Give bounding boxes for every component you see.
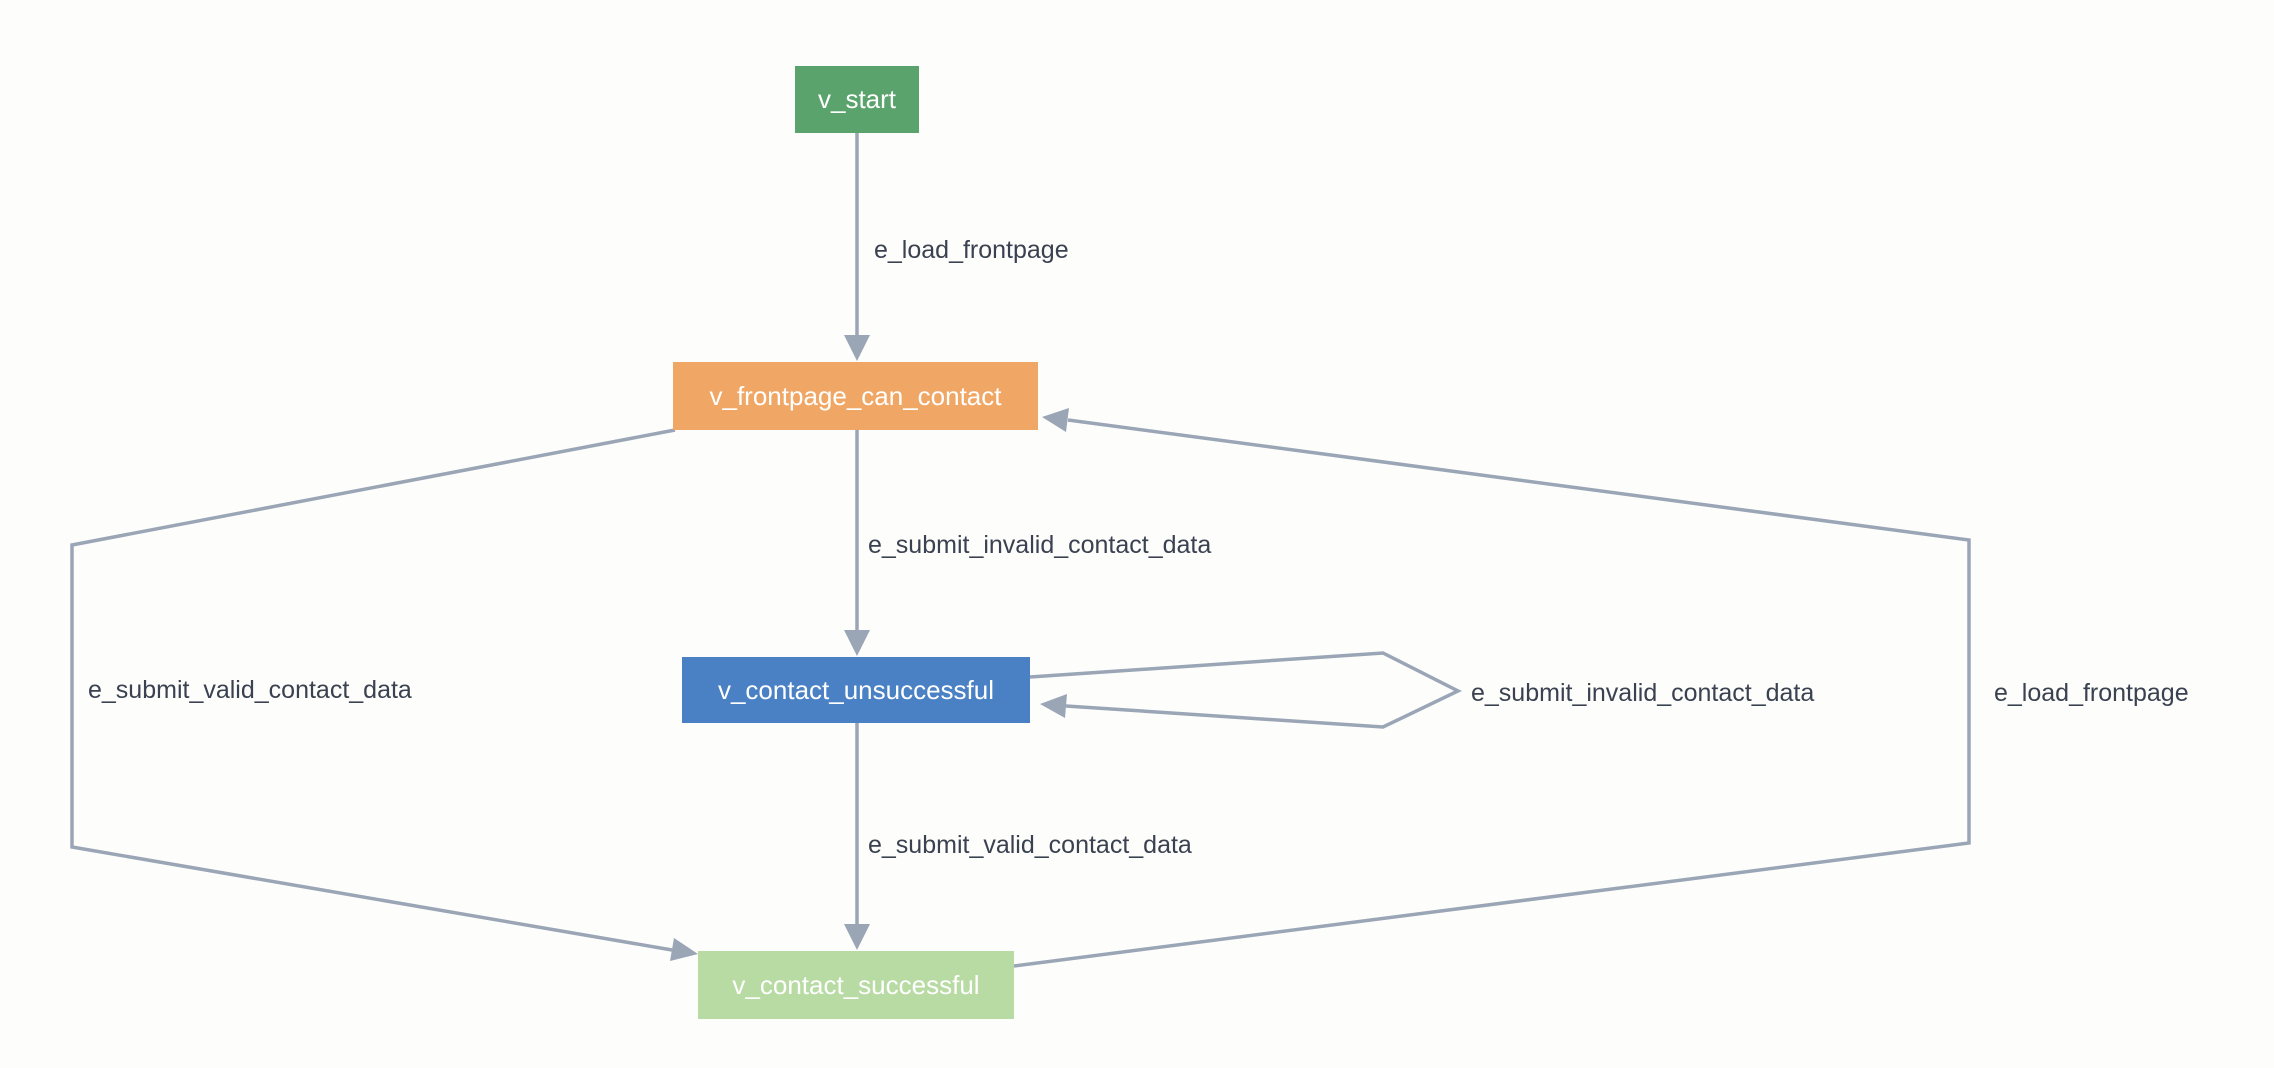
node-v_contact_unsuccessful-label: v_contact_unsuccessful xyxy=(717,674,995,705)
edge-label-submit-invalid-self-loop: e_submit_invalid_contact_data xyxy=(1471,679,1815,707)
node-v_contact_successful[interactable]: v_contact_successful xyxy=(698,951,1014,1019)
edge-v_start-to-v_frontpage_can_contact xyxy=(844,133,870,361)
edge-v_contact_unsuccessful-self-loop xyxy=(1029,651,1462,729)
node-v_start-label: v_start xyxy=(817,84,897,114)
edge-label-load-frontpage-right: e_load_frontpage xyxy=(1994,679,2189,707)
node-v_frontpage_can_contact[interactable]: v_frontpage_can_contact xyxy=(673,362,1038,430)
node-v_start[interactable]: v_start xyxy=(795,66,919,133)
edge-v_contact_unsuccessful-to-v_contact_successful xyxy=(844,723,870,950)
edge-label-submit-valid-bottom: e_submit_valid_contact_data xyxy=(868,831,1192,859)
edge-v_contact_successful-to-v_frontpage_can_contact xyxy=(1013,408,1971,968)
node-v_frontpage_can_contact-label: v_frontpage_can_contact xyxy=(709,380,1002,411)
edge-v_frontpage_can_contact-to-v_contact_unsuccessful xyxy=(844,430,870,656)
edge-label-submit-valid-left: e_submit_valid_contact_data xyxy=(88,676,412,704)
node-v_contact_unsuccessful[interactable]: v_contact_unsuccessful xyxy=(682,657,1030,723)
node-v_contact_successful-label: v_contact_successful xyxy=(732,969,980,1000)
edge-v_frontpage_can_contact-to-v_contact_successful xyxy=(70,428,698,961)
edge-label-load-frontpage-top: e_load_frontpage xyxy=(874,236,1069,264)
edge-label-submit-invalid-middle: e_submit_invalid_contact_data xyxy=(868,531,1212,559)
